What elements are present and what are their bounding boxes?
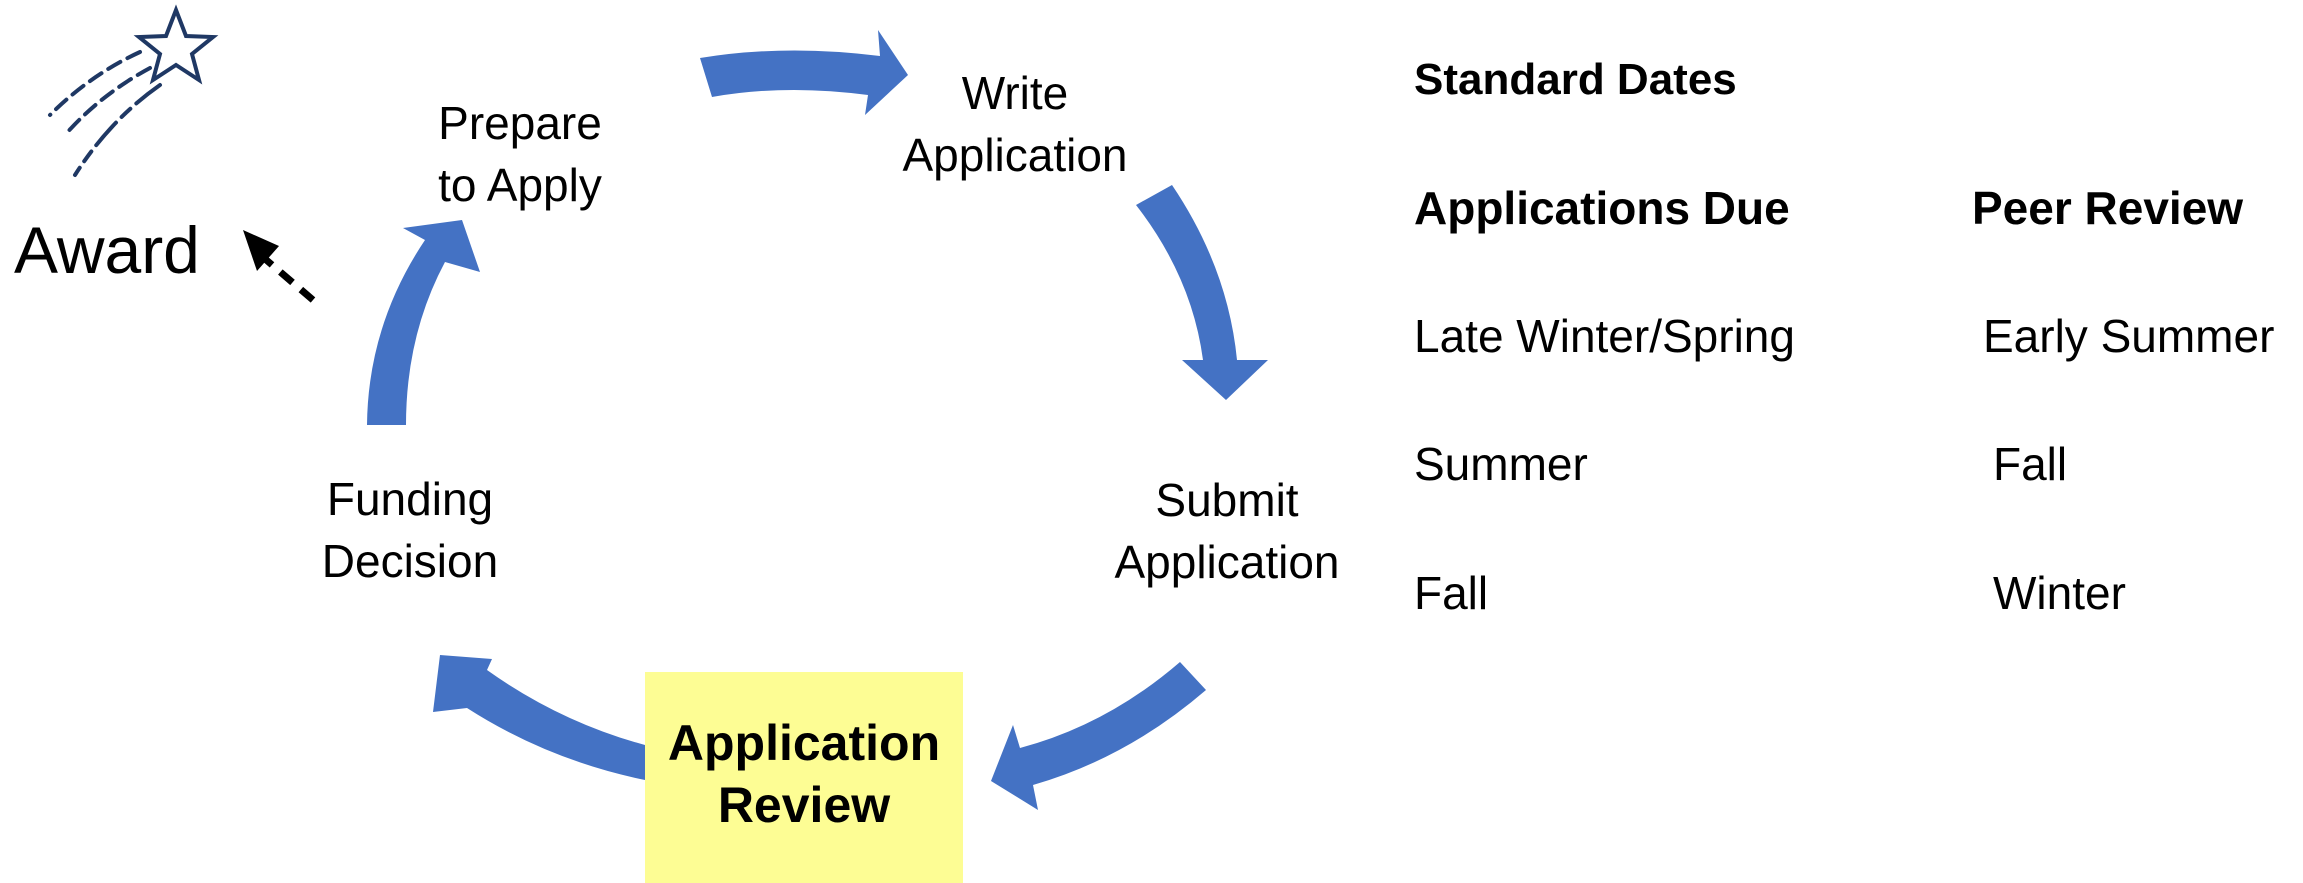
row2-applications-due: Summer (1414, 438, 1588, 490)
step-prepare-line1: Prepare (438, 97, 602, 149)
step-write-application: Write Application (870, 62, 1160, 186)
step-submit-line2: Application (1114, 536, 1340, 588)
award-label: Award (14, 213, 200, 287)
arrow-prepare-to-write (700, 30, 908, 115)
dashed-arrow-head (243, 230, 279, 271)
application-review-highlight (645, 672, 963, 883)
dashed-arrow-to-award (261, 255, 316, 303)
arrow-review-to-decision (433, 655, 645, 780)
header-applications-due: Applications Due (1414, 182, 1790, 234)
step-application-review: Application Review (645, 712, 963, 836)
arrow-submit-to-review (991, 662, 1206, 810)
header-peer-review: Peer Review (1972, 182, 2244, 234)
arrow-decision-to-prepare (367, 220, 480, 425)
row1-peer-review: Early Summer (1983, 310, 2275, 362)
step-submit-application: Submit Application (1082, 469, 1372, 593)
step-review-line1: Application (667, 715, 941, 771)
step-write-line2: Application (902, 129, 1128, 181)
shooting-star-icon (48, 4, 219, 177)
row1-applications-due: Late Winter/Spring (1414, 310, 1795, 362)
standard-dates-title: Standard Dates (1414, 55, 1737, 104)
step-write-line1: Write (961, 67, 1069, 119)
step-decision-line2: Decision (321, 535, 499, 587)
step-submit-line1: Submit (1155, 474, 1299, 526)
row3-applications-due: Fall (1414, 567, 1489, 619)
step-funding-decision: Funding Decision (290, 468, 530, 592)
step-decision-line1: Funding (326, 473, 494, 525)
row3-peer-review: Winter (1993, 567, 2126, 619)
row2-peer-review: Fall (1993, 438, 2068, 490)
step-prepare-line2: to Apply (438, 159, 602, 211)
step-prepare-to-apply: Prepare to Apply (400, 92, 640, 216)
step-review-line2: Review (717, 777, 891, 833)
arrow-write-to-submit (1136, 185, 1268, 400)
